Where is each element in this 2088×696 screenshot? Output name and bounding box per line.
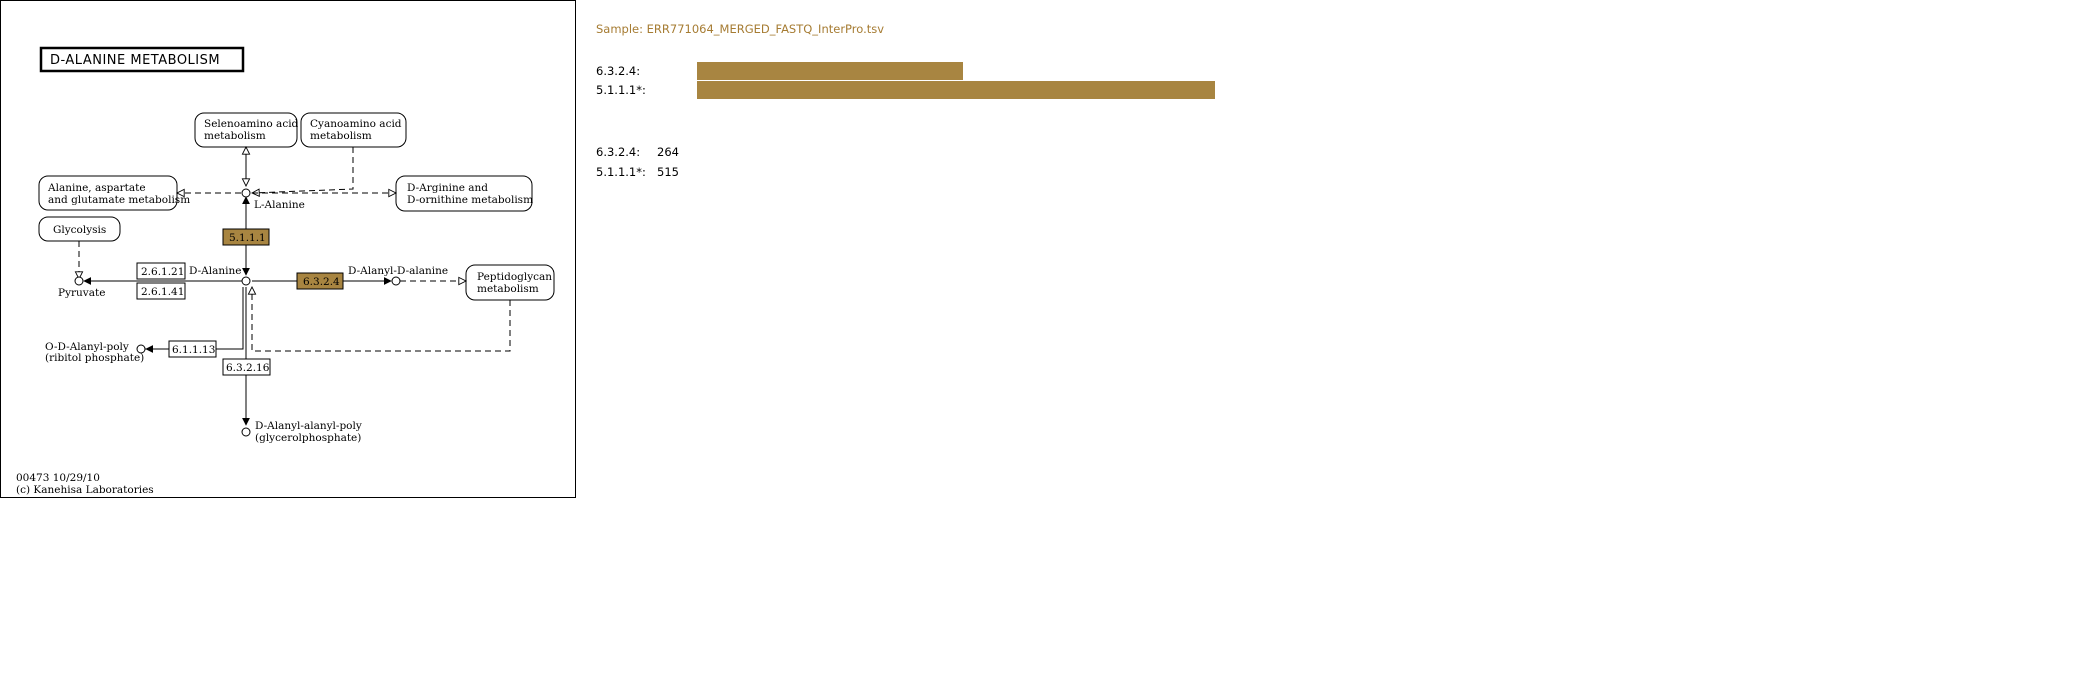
compound-pyruvate[interactable] (74, 276, 84, 286)
count-value: 515 (657, 165, 679, 179)
enzyme-label: 5.1.1.1 (229, 232, 266, 244)
map-title-box: D-ALANINE METABOLISM (39, 46, 245, 73)
compound-d-alanyl-alanyl-poly[interactable] (241, 427, 251, 437)
enzyme-2-6-1-41[interactable]: 2.6.1.41 (136, 282, 186, 300)
enzyme-5-1-1-1[interactable]: 5.1.1.1 (222, 228, 270, 246)
pathway-label: metabolism (477, 283, 539, 295)
compound-label-o-d-alanyl-2: (ribitol phosphate) (45, 352, 144, 364)
pathway-alanine-aspartate-glutamate[interactable]: Alanine, aspartate and glutamate metabol… (38, 175, 190, 211)
enzyme-6-3-2-16[interactable]: 6.3.2.16 (222, 358, 271, 376)
pathway-label: Selenoamino acid (204, 118, 299, 130)
enzyme-label: 2.6.1.41 (141, 286, 184, 298)
map-footer-id: 00473 10/29/10 (16, 472, 100, 484)
enzyme-6-1-1-13[interactable]: 6.1.1.13 (168, 340, 217, 358)
sample-title: Sample: ERR771064_MERGED_FASTQ_InterPro.… (596, 22, 885, 36)
pathway-label: Cyanoamino acid (310, 118, 402, 130)
bar-fill (697, 62, 963, 80)
pathway-links (79, 147, 511, 352)
compound-o-d-alanyl-poly[interactable] (136, 344, 146, 354)
pathway-label: Glycolysis (53, 224, 106, 236)
compound-label-d-alanyl-alanyl-1: D-Alanyl-alanyl-poly (255, 420, 362, 432)
pathway-label: metabolism (204, 130, 266, 142)
map-footer-copyright: (c) Kanehisa Laboratories (16, 484, 154, 496)
pathway-glycolysis[interactable]: Glycolysis (38, 216, 121, 242)
compound-label-l-alanine: L-Alanine (254, 199, 305, 211)
bar-label: 6.3.2.4: (596, 64, 641, 78)
enzyme-6-3-2-4[interactable]: 6.3.2.4 (296, 272, 344, 290)
pathway-d-arginine-d-ornithine[interactable]: D-Arginine and D-ornithine metabolism (395, 175, 533, 212)
pathway-map-panel: D-ALANINE METABOLISM Selenoamino acid me… (0, 0, 576, 498)
compound-nodes (74, 188, 401, 437)
bar-label: 5.1.1.1*: (596, 83, 646, 97)
pathway-peptidoglycan[interactable]: Peptidoglycan metabolism (465, 264, 555, 301)
bar-fill (697, 81, 1215, 99)
enzyme-label: 2.6.1.21 (141, 266, 184, 278)
count-label: 5.1.1.1*: (596, 165, 646, 179)
compound-label-d-alanyl-alanyl-2: (glycerolphosphate) (255, 432, 361, 444)
compound-label-o-d-alanyl-1: O-D-Alanyl-poly (45, 341, 129, 353)
enzyme-2-6-1-21[interactable]: 2.6.1.21 (136, 262, 186, 280)
pathway-label: and glutamate metabolism (48, 194, 190, 206)
pathway-selenoamino-acid[interactable]: Selenoamino acid metabolism (194, 112, 299, 148)
compound-label-d-alanine: D-Alanine (189, 265, 241, 277)
count-label: 6.3.2.4: (596, 145, 641, 159)
compound-l-alanine[interactable] (241, 188, 251, 198)
pathway-cyanoamino-acid[interactable]: Cyanoamino acid metabolism (300, 112, 407, 148)
pathway-label: Alanine, aspartate (47, 182, 146, 194)
count-value: 264 (657, 145, 679, 159)
pathway-label: metabolism (310, 130, 372, 142)
pathway-map: D-ALANINE METABOLISM Selenoamino acid me… (16, 46, 555, 496)
pathway-label: D-Arginine and (407, 182, 488, 194)
pathway-label: Peptidoglycan (477, 271, 552, 283)
enzyme-label: 6.3.2.16 (226, 362, 270, 374)
compound-label-d-alanyl-d-alanine: D-Alanyl-D-alanine (348, 265, 448, 277)
compound-label-pyruvate: Pyruvate (58, 287, 105, 299)
compound-d-alanyl-d-alanine[interactable] (391, 276, 401, 286)
compound-d-alanine[interactable] (241, 276, 251, 286)
map-title: D-ALANINE METABOLISM (50, 53, 220, 68)
enzyme-label: 6.3.2.4 (303, 276, 340, 288)
pathway-label: D-ornithine metabolism (407, 194, 533, 206)
enzyme-label: 6.1.1.13 (172, 344, 215, 356)
